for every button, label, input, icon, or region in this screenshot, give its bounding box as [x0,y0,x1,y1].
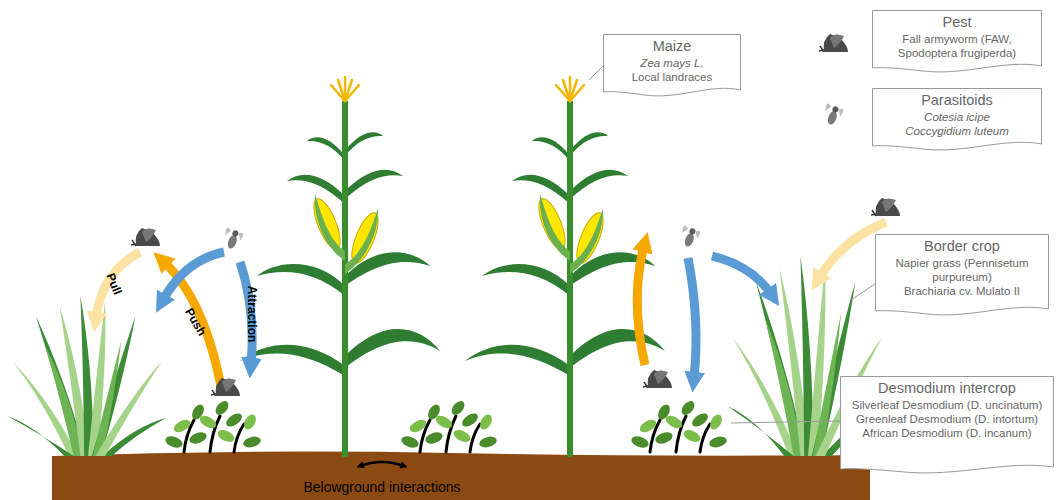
callout-text: Silverleaf Desmodium (D. uncinatum) [846,398,1048,412]
arrow-label: Pull [103,271,124,297]
illustration-part [688,258,696,378]
callout-text: Napier grass (Pennisetum purpureum) [881,256,1043,284]
napier-grass-right [727,256,886,456]
illustration-part [163,252,224,300]
desmodium-right [630,399,728,452]
interaction-label: Belowground interactions [303,479,460,495]
maize-plant-left [240,77,440,457]
illustration-part [712,256,771,294]
callout-text: Cotesia icipe [878,110,1036,124]
callout-heading: Pest [878,14,1036,32]
illustration-part [589,66,603,80]
parasitoid-icon [821,103,844,127]
parasitoid-icon [678,225,701,249]
callout-text: Coccygidium luteum [878,124,1036,138]
illustration-part [637,246,645,365]
callout-border [876,235,1049,315]
illustration-part [819,222,886,278]
callout-box: ParasitoidsCotesia icipeCoccygidium lute… [872,88,1042,153]
illustration-part [731,421,840,423]
pest-icon [819,34,848,52]
callout-border [873,11,1042,72]
callout-border [873,89,1042,150]
leader-lines [589,66,875,423]
callout-outline [840,376,1054,476]
callout-outline [875,234,1049,318]
arrow-label: Attraction [245,286,259,343]
moth-icon [131,228,160,246]
callout-box: Desmodium intercropSilverleaf Desmodium … [840,376,1054,476]
callout-heading: Maize [609,38,735,56]
callout-border [841,377,1054,473]
soil-ground [52,452,870,500]
callout-border [604,35,741,96]
illustration-part [851,284,875,300]
callout-text: Local landraces [609,70,735,84]
moth-icon [643,370,672,388]
callout-outline [603,34,741,99]
belowground-arrow [360,462,404,466]
parasitoid-icon [221,227,244,251]
maize-plant-right [465,77,665,457]
callout-text: Brachiaria cv. Mulato II [881,284,1043,298]
moth-icon [871,198,900,216]
push-pull-arrows [96,222,886,392]
callout-heading: Parasitoids [878,92,1036,110]
illustration-part [96,252,140,318]
callout-text: Greenleaf Desmodium (D. intortum) [846,412,1048,426]
callout-text: Zea mays L. [609,56,735,70]
desmodium-middle [400,399,498,452]
moth-icon [211,378,240,396]
callout-outline [872,88,1042,153]
callout-heading: Desmodium intercrop [846,380,1048,398]
callout-outline [872,10,1042,75]
callout-box: PestFall armyworm (FAW, Spodoptera frugi… [872,10,1042,75]
illustration-part [240,262,252,364]
callout-box: MaizeZea mays L.Local landraces [603,34,741,99]
callout-heading: Border crop [881,238,1043,256]
napier-grass-left [7,296,166,456]
callout-box: Border cropNapier grass (Pennisetum purp… [875,234,1049,318]
callout-text: Fall armyworm (FAW, Spodoptera frugiperd… [878,32,1036,60]
callout-text: African Desmodium (D. incanum) [846,426,1048,440]
arrow-label: Push [183,306,210,338]
desmodium-left [164,399,262,452]
